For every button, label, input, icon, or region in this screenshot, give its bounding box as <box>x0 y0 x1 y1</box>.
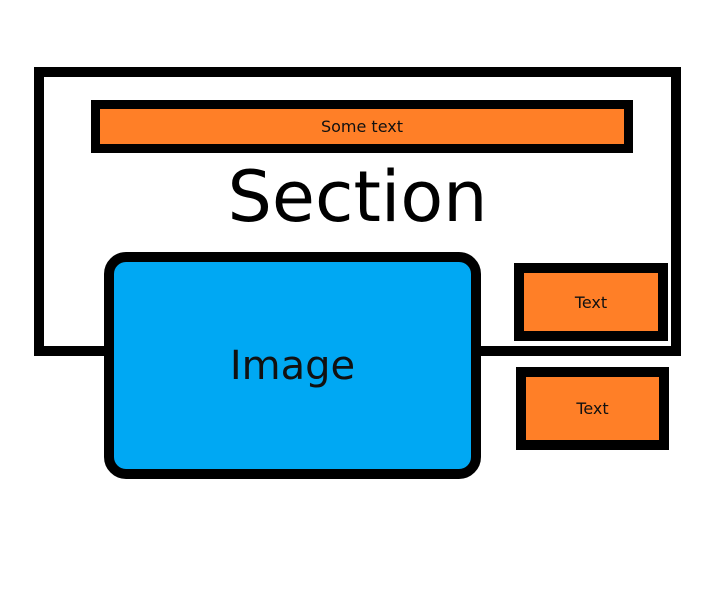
text-box-upper: Text <box>514 263 668 341</box>
image-placeholder: Image <box>104 252 481 479</box>
top-text-label: Some text <box>320 117 404 136</box>
image-label: Image <box>229 342 356 389</box>
text-box-lower-label: Text <box>576 399 609 418</box>
text-box-lower: Text <box>516 367 669 450</box>
top-text-bar: Some text <box>91 100 633 153</box>
section-title: Section <box>227 156 488 238</box>
text-box-upper-label: Text <box>574 292 608 312</box>
